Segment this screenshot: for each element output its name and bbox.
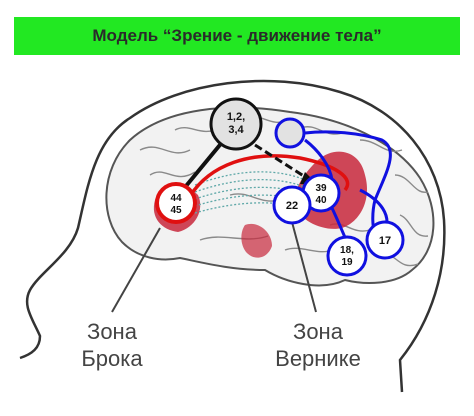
wernicke-label-line2: Вернике (275, 346, 361, 371)
head-outline (19, 79, 446, 393)
node-1819: 18, 19 (326, 235, 368, 277)
node-1819-line2: 19 (341, 257, 353, 268)
temporal-region (241, 223, 272, 258)
wernicke-pointer (291, 221, 317, 313)
node-22: 22 (272, 185, 312, 225)
node-17-label: 17 (379, 235, 391, 247)
broca-pointer (111, 227, 161, 313)
arcuate-fibers (194, 171, 311, 214)
node-22-label: 22 (286, 200, 298, 212)
node-3940-line1: 39 (315, 183, 327, 194)
red-pathway (188, 154, 350, 197)
black-path-to-broca (184, 138, 226, 188)
node-1234-line1: 1,2, (227, 111, 245, 123)
diagram-title: Модель “Зрение - движение тела” (92, 26, 382, 45)
node-blank (274, 117, 306, 149)
broca-label: Зона Брока (62, 318, 162, 372)
node-4445-line2: 45 (170, 205, 182, 216)
node-4445-line1: 44 (170, 193, 182, 204)
title-banner: Модель “Зрение - движение тела” (14, 17, 460, 55)
wernicke-label: Зона Вернике (258, 318, 378, 372)
node-1819-line1: 18, (340, 245, 354, 256)
broca-label-line2: Брока (81, 346, 143, 371)
black-path-to-wernicke (254, 143, 311, 182)
node-4445: 44 45 (155, 182, 197, 224)
wernicke-label-line1: Зона (293, 319, 343, 344)
broca-label-line1: Зона (87, 319, 137, 344)
node-17: 17 (365, 220, 405, 260)
node-1234: 1,2, 3,4 (209, 97, 263, 151)
node-3940-line2: 40 (315, 195, 327, 206)
node-1234-line2: 3,4 (228, 124, 244, 136)
